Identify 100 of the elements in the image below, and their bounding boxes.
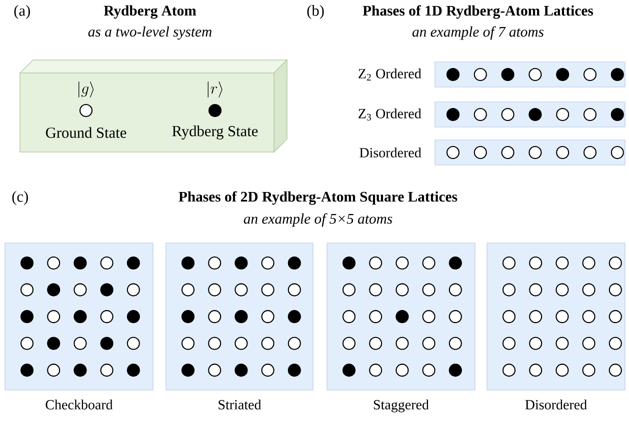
filled-atom xyxy=(288,310,301,324)
open-atom xyxy=(208,336,222,350)
panel-title: Phases of 1D Rydberg-Atom Lattices xyxy=(362,5,594,19)
filled-atom xyxy=(288,364,301,377)
open-atom xyxy=(396,336,409,350)
panel-subtitle: as a two-level system xyxy=(88,26,212,40)
open-atom xyxy=(529,310,542,324)
open-atom xyxy=(556,310,569,324)
open-atom xyxy=(74,283,87,296)
open-atom xyxy=(208,310,222,324)
open-atom xyxy=(342,310,356,324)
open-atom xyxy=(181,336,195,350)
open-atom xyxy=(556,336,569,350)
filled-atom xyxy=(74,364,87,377)
open-atom xyxy=(608,310,622,324)
filled-atom xyxy=(234,364,248,377)
open-atom xyxy=(502,256,516,270)
open-atom xyxy=(208,283,222,296)
open-atom xyxy=(502,364,516,377)
open-atom xyxy=(529,364,542,377)
open-atom xyxy=(502,283,516,296)
open-atom xyxy=(556,364,569,377)
open-atom xyxy=(100,364,114,377)
open-atom xyxy=(234,283,248,296)
state-ket: $|g\rangle$ xyxy=(78,82,94,98)
open-atom xyxy=(556,283,569,296)
open-atom xyxy=(20,283,34,296)
open-atom xyxy=(369,364,382,377)
open-atom xyxy=(502,336,516,350)
open-atom xyxy=(422,283,436,296)
row-label: Z$_{3}$ Ordered xyxy=(358,108,422,120)
open-atom xyxy=(288,336,301,350)
open-atom xyxy=(342,336,356,350)
open-atom xyxy=(369,336,382,350)
open-atom xyxy=(502,310,516,324)
panel-subtitle: an example of 7 atoms xyxy=(412,26,544,40)
filled-atom xyxy=(610,108,624,122)
open-atom xyxy=(261,310,274,324)
open-atom xyxy=(47,364,60,377)
filled-atom xyxy=(100,283,114,296)
filled-atom xyxy=(234,310,248,324)
filled-atom xyxy=(396,310,409,324)
open-atom xyxy=(342,283,356,296)
row-label: Z$_{2}$ Ordered xyxy=(358,68,422,80)
state-label: Rydberg State xyxy=(172,126,258,140)
open-atom xyxy=(181,283,195,296)
open-atom xyxy=(422,336,436,350)
open-atom xyxy=(369,283,382,296)
open-atom xyxy=(610,146,624,160)
filled-atom xyxy=(47,336,60,350)
filled-atom xyxy=(74,310,87,324)
open-atom xyxy=(74,336,87,350)
open-atom xyxy=(20,336,34,350)
open-atom xyxy=(396,364,409,377)
filled-atom xyxy=(47,283,60,296)
open-atom xyxy=(288,283,301,296)
filled-atom xyxy=(448,364,462,377)
filled-atom xyxy=(181,310,195,324)
open-atom xyxy=(608,336,622,350)
filled-atom xyxy=(20,364,34,377)
panel-letter: (b) xyxy=(307,5,324,19)
open-atom xyxy=(448,310,462,324)
open-atom xyxy=(208,364,222,377)
panel-subtitle: an example of 5×5 atoms xyxy=(244,213,392,227)
panel-caption: Disordered xyxy=(525,400,587,410)
filled-atom xyxy=(610,68,624,82)
open-atom xyxy=(234,336,248,350)
filled-atom xyxy=(126,364,140,377)
filled-atom xyxy=(181,364,195,377)
open-atom xyxy=(448,283,462,296)
panel-caption: Checkboard xyxy=(46,400,113,410)
filled-atom xyxy=(126,310,140,324)
open-atom xyxy=(261,364,274,377)
panel-letter: (a) xyxy=(14,5,30,19)
open-atom xyxy=(369,310,382,324)
open-atom xyxy=(608,256,622,270)
filled-atom xyxy=(100,336,114,350)
open-atom xyxy=(608,283,622,296)
filled-atom xyxy=(342,364,356,377)
state-label: Ground State xyxy=(46,127,126,138)
state-ket: $|r\rangle$ xyxy=(208,82,222,98)
open-atom xyxy=(582,364,596,377)
open-atom xyxy=(422,310,436,324)
open-atom xyxy=(126,283,140,296)
open-atom xyxy=(261,336,274,350)
open-atom xyxy=(422,364,436,377)
open-atom xyxy=(529,336,542,350)
open-atom xyxy=(582,336,596,350)
open-atom xyxy=(448,336,462,350)
open-atom xyxy=(608,364,622,377)
open-atom xyxy=(261,283,274,296)
open-atom xyxy=(100,310,114,324)
open-atom xyxy=(582,283,596,296)
open-atom xyxy=(582,310,596,324)
filled-atom xyxy=(20,310,34,324)
open-atom xyxy=(396,283,409,296)
open-atom xyxy=(126,336,140,350)
open-atom xyxy=(529,283,542,296)
panel-caption: Striated xyxy=(218,400,262,410)
panel-caption: Staggered xyxy=(374,400,429,412)
